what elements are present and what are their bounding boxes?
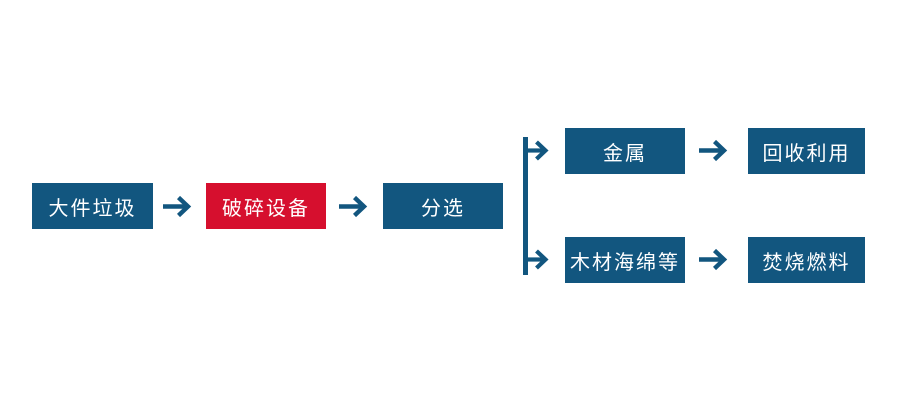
arrow-right-icon bbox=[699, 248, 728, 271]
arrow-right-icon bbox=[163, 195, 192, 218]
node-bulky-waste: 大件垃圾 bbox=[32, 183, 153, 229]
branch-arrow-right-icon bbox=[527, 249, 549, 270]
branch-arrow-right-icon bbox=[527, 140, 549, 161]
node-crushing-equipment: 破碎设备 bbox=[206, 183, 326, 229]
branch-connector-line bbox=[523, 137, 528, 275]
arrow-right-icon bbox=[339, 195, 368, 218]
node-wood-sponge: 木材海绵等 bbox=[565, 237, 685, 283]
node-metal: 金属 bbox=[565, 128, 685, 174]
node-sorting: 分选 bbox=[383, 183, 503, 229]
node-recycling: 回收利用 bbox=[748, 128, 865, 174]
arrow-right-icon bbox=[699, 139, 728, 162]
node-incineration-fuel: 焚烧燃料 bbox=[748, 237, 865, 283]
